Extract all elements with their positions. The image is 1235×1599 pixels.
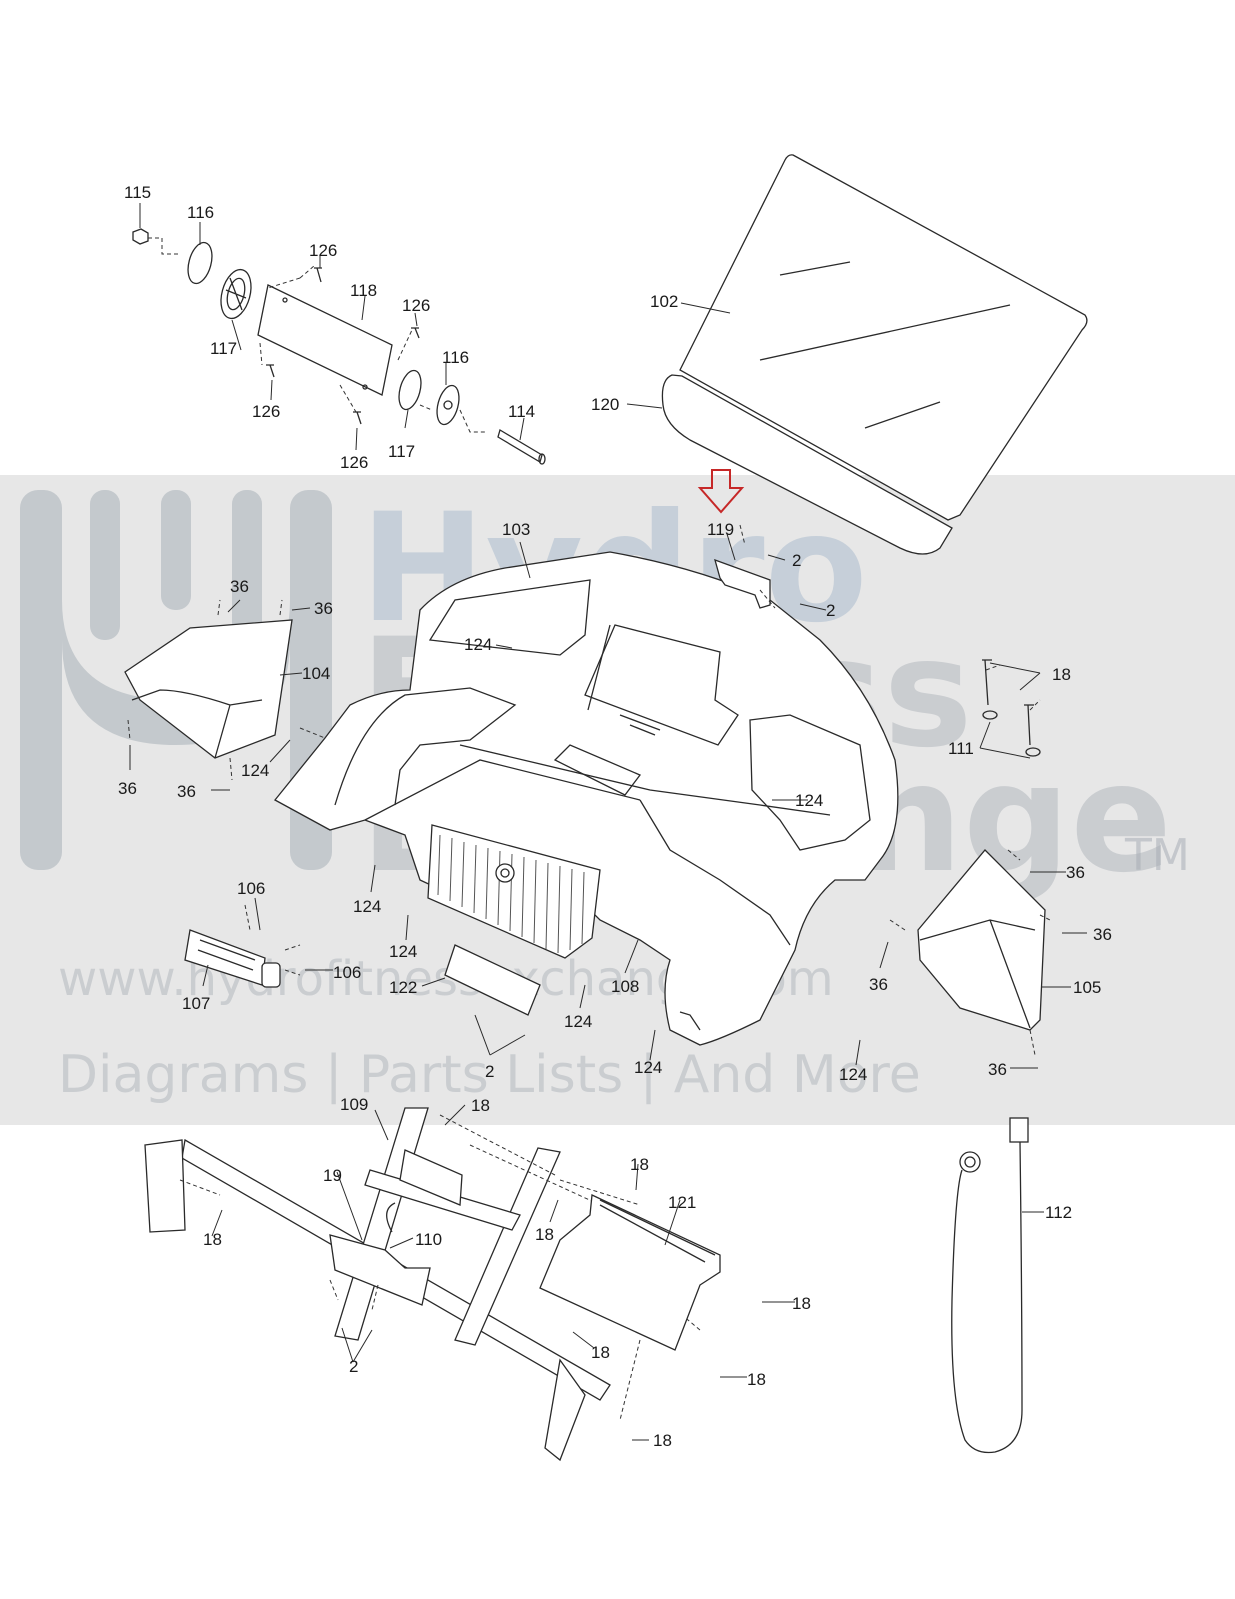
callout-36: 36 [314, 599, 333, 618]
part-116-disc-shape-2 [436, 384, 460, 426]
callout-124: 124 [464, 635, 492, 654]
callout-121: 121 [668, 1193, 696, 1212]
callout-112: 112 [1045, 1203, 1072, 1222]
callout-18: 18 [747, 1370, 766, 1389]
callout-115: 115 [124, 183, 151, 202]
callouts: 115 116 126 118 126 117 126 116 126 117 … [118, 183, 1112, 1450]
callout-116: 116 [442, 348, 469, 367]
part-105-tray-shape [917, 849, 1046, 1031]
console-glass [661, 154, 1088, 555]
callout-36: 36 [177, 782, 196, 801]
callout-103: 103 [502, 520, 530, 539]
watermark-tagline: Diagrams | Parts Lists | And More [58, 1045, 921, 1105]
callout-111: 111 [948, 739, 974, 758]
highlight-arrow [697, 469, 745, 514]
callout-106: 106 [333, 963, 361, 982]
callout-36: 36 [118, 779, 137, 798]
callout-124: 124 [795, 791, 823, 810]
callout-126: 126 [252, 402, 280, 421]
usb-port-107 [184, 904, 301, 988]
callout-18: 18 [1052, 665, 1071, 684]
callout-124: 124 [241, 761, 269, 780]
callout-105: 105 [1073, 978, 1101, 997]
left-tray [124, 599, 326, 781]
callout-117: 117 [210, 339, 237, 358]
callout-18: 18 [653, 1431, 672, 1450]
part-122-cover-shape [444, 944, 541, 1016]
callout-18: 18 [630, 1155, 649, 1174]
grille-lines [437, 834, 585, 954]
callout-107: 107 [182, 994, 210, 1013]
part-115-nut-shape [132, 228, 149, 245]
callout-36: 36 [988, 1060, 1007, 1079]
part-117-speaker-shape-2 [398, 369, 422, 411]
part-120-trim-shape [661, 374, 953, 555]
speaker-assembly [132, 228, 546, 465]
callout-124: 124 [389, 942, 417, 961]
callout-2: 2 [349, 1357, 358, 1376]
callout-36: 36 [869, 975, 888, 994]
callout-18: 18 [535, 1225, 554, 1244]
part-114-rod-shape [497, 429, 543, 463]
part-104-tray-shape [124, 619, 293, 759]
callout-122: 122 [389, 978, 417, 997]
callout-102: 102 [650, 292, 678, 311]
safety-key-cable [951, 1117, 1029, 1454]
callout-2: 2 [485, 1062, 494, 1081]
part-121-plate-shape [539, 1194, 721, 1351]
part-118-plate-shape [257, 284, 393, 396]
callout-116: 116 [187, 203, 214, 222]
callout-126: 126 [402, 296, 430, 315]
callout-117: 117 [388, 442, 415, 461]
callout-124: 124 [634, 1058, 662, 1077]
frame-assembly [144, 1107, 721, 1462]
right-tray [889, 849, 1051, 1056]
part-grille-shape [427, 824, 601, 959]
callout-109: 109 [340, 1095, 368, 1114]
callout-104: 104 [302, 664, 330, 683]
part-103-console-shape [274, 551, 899, 1046]
callout-124: 124 [839, 1065, 867, 1084]
callout-2: 2 [826, 601, 835, 620]
callout-18: 18 [203, 1230, 222, 1249]
callout-114: 114 [508, 402, 535, 421]
callout-110: 110 [415, 1230, 442, 1249]
callout-118: 118 [350, 281, 377, 300]
callout-36: 36 [1066, 863, 1085, 882]
callout-119: 119 [707, 520, 734, 539]
callout-2: 2 [792, 551, 801, 570]
part-110-cable-block-shape [329, 1234, 431, 1306]
leader-lines [129, 203, 1087, 1441]
part-116-disc-shape [187, 241, 213, 285]
callout-108: 108 [611, 977, 639, 996]
callout-106: 106 [237, 879, 265, 898]
console-base [274, 551, 899, 1046]
callout-124: 124 [564, 1012, 592, 1031]
callout-36: 36 [1093, 925, 1112, 944]
callout-18: 18 [471, 1096, 490, 1115]
part-119-bracket-shape [714, 558, 771, 609]
callout-36: 36 [230, 577, 249, 596]
callout-126: 126 [309, 241, 337, 260]
callout-18: 18 [792, 1294, 811, 1313]
callout-18: 18 [591, 1343, 610, 1362]
part-102-glass-shape [679, 154, 1088, 521]
watermark-trademark: TM [1124, 830, 1190, 881]
callout-19: 19 [323, 1166, 342, 1185]
callout-126: 126 [340, 453, 368, 472]
callout-124: 124 [353, 897, 381, 916]
clips-111 [982, 659, 1041, 757]
callout-120: 120 [591, 395, 619, 414]
part-112-clip-shape [1009, 1117, 1029, 1143]
